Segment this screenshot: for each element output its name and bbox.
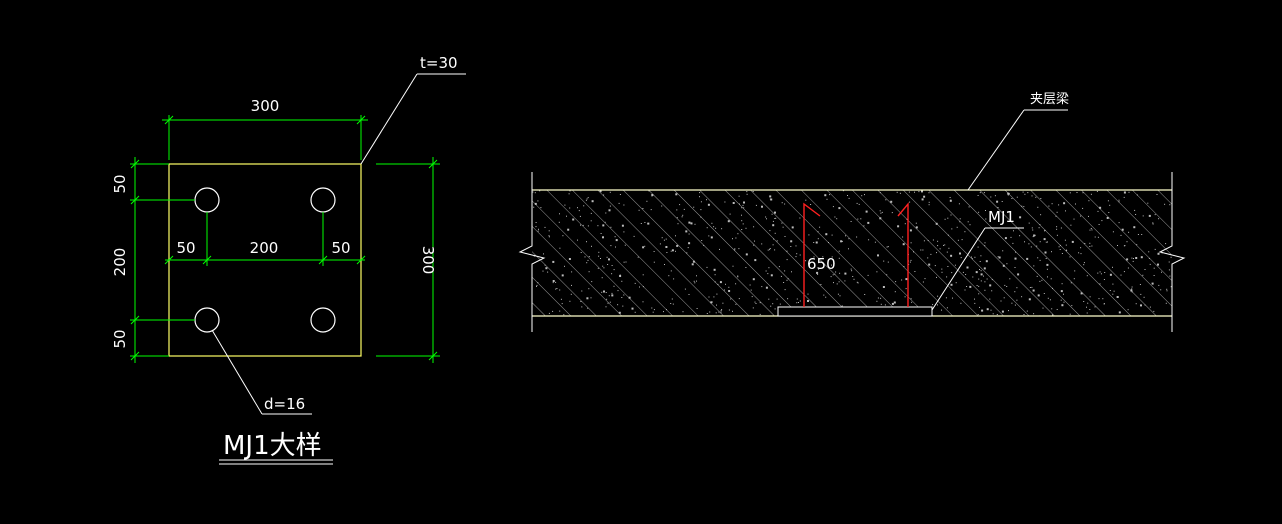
dim-inner-right-text: 50 — [331, 239, 350, 257]
dim-left-bottom-text: 50 — [111, 329, 129, 348]
beam-leader — [967, 109, 1068, 191]
dim-right — [376, 157, 440, 363]
beam-label: 夹层梁 — [1030, 92, 1069, 107]
dim-inner-left-text: 50 — [176, 239, 195, 257]
dim-top — [162, 115, 368, 160]
anchor-length-label: 650 — [807, 255, 836, 273]
embed-plate-section — [777, 306, 933, 317]
break-line-left — [518, 172, 546, 332]
bolt-hole-top-left — [194, 187, 220, 213]
break-line-right — [1158, 172, 1186, 332]
detail-title: MJ1大样 — [223, 431, 322, 461]
hole-leader — [211, 329, 312, 415]
bolt-hole-top-right — [310, 187, 336, 213]
dim-inner — [164, 212, 366, 266]
thickness-label: t=30 — [420, 54, 458, 72]
plate-detail: 300 300 50 200 50 — [111, 54, 466, 465]
part-leader — [931, 227, 1024, 311]
dim-inner-mid-text: 200 — [250, 239, 279, 257]
bolt-hole-bottom-right — [310, 307, 336, 333]
hole-label: d=16 — [264, 395, 305, 413]
thickness-leader — [360, 73, 466, 165]
anchor-bars — [803, 202, 909, 307]
part-label: MJ1 — [988, 208, 1015, 226]
dim-top-text: 300 — [251, 97, 280, 115]
beam-section: 650 MJ1 夹层梁 — [518, 92, 1186, 332]
dim-left-top-text: 50 — [111, 174, 129, 193]
dim-left-mid-text: 200 — [111, 248, 129, 277]
bolt-hole-bottom-left — [194, 307, 220, 333]
dim-left — [130, 157, 195, 363]
concrete-hatch — [532, 190, 1172, 316]
dim-right-text: 300 — [419, 246, 437, 275]
